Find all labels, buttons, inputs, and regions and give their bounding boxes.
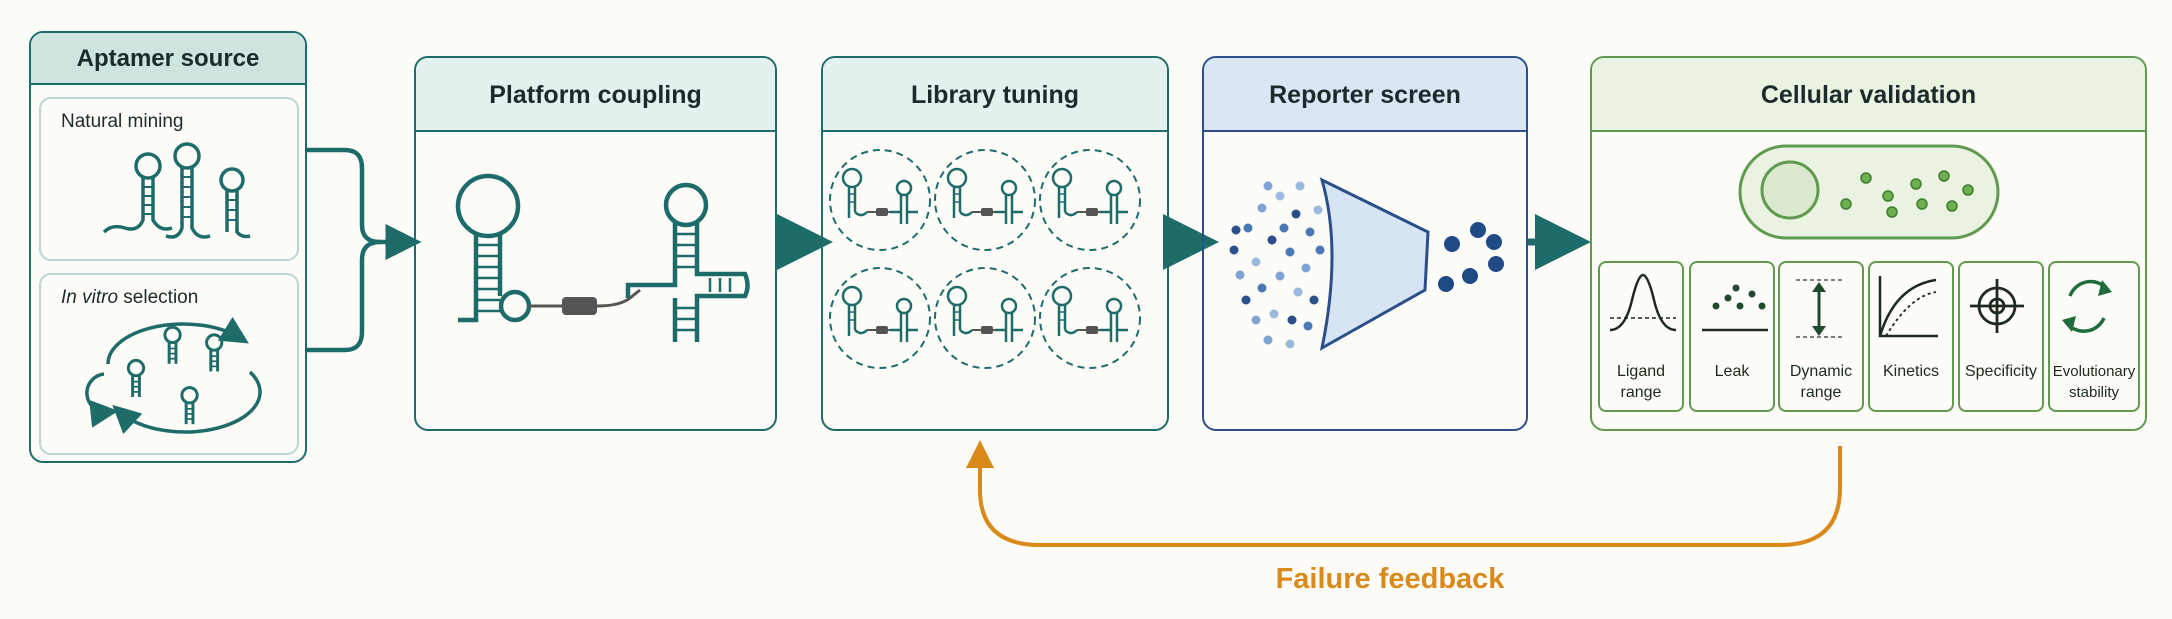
stage-platform-coupling: Platform coupling	[414, 56, 777, 431]
selected-reporter-dot	[1444, 236, 1460, 252]
reporter-dot	[1285, 247, 1295, 257]
reporter-dot	[1257, 203, 1267, 213]
scatter-dots-icon	[1702, 284, 1768, 332]
cycle-icon	[2062, 279, 2112, 333]
reporter-dot	[1241, 295, 1251, 305]
platform-coupling-construct-icon	[455, 173, 750, 342]
stage-reporter-screen: Reporter screen	[1202, 56, 1528, 431]
reporter-cell-dots	[1229, 181, 1504, 349]
reporter-dot	[1269, 309, 1279, 319]
reporter-dot	[1287, 315, 1297, 325]
reporter-dot	[1285, 339, 1295, 349]
metric-kinetics: Kinetics	[1868, 261, 1954, 412]
reporter-dot	[1263, 181, 1273, 191]
reporter-dot	[1257, 283, 1267, 293]
failure-feedback-arrow	[966, 440, 1842, 547]
reporter-dot	[1275, 271, 1285, 281]
reporter-dot	[1301, 263, 1311, 273]
reporter-dot	[1315, 245, 1325, 255]
cell-capsule-icon	[1738, 144, 2000, 240]
source-to-platform-connector	[306, 147, 422, 353]
natural-mining-hairpins-icon	[102, 142, 251, 239]
reporter-dot	[1251, 315, 1261, 325]
in-vitro-selection-cycle-icon	[85, 316, 262, 435]
natural-mining-label: Natural mining	[61, 111, 184, 132]
stage-title: Platform coupling	[416, 58, 775, 132]
reporter-dot	[1235, 270, 1245, 280]
reporter-dot	[1229, 245, 1239, 255]
reporter-dot	[1279, 223, 1289, 233]
metric-specificity: Specificity	[1958, 261, 2044, 412]
reporter-dot	[1303, 321, 1313, 331]
reporter-dot	[1293, 287, 1303, 297]
target-icon	[1970, 279, 2024, 333]
reporter-dot	[1251, 257, 1261, 267]
linker-block-icon	[562, 297, 597, 315]
reporter-dot	[1275, 191, 1285, 201]
stage-title: Aptamer source	[31, 33, 305, 85]
saturation-curve-icon	[1878, 276, 1938, 338]
stage-title: Library tuning	[823, 58, 1167, 132]
reporter-dot	[1231, 225, 1241, 235]
stage-cellular-validation: Cellular validation	[1590, 56, 2147, 431]
stage-title: Cellular validation	[1592, 58, 2145, 132]
selected-reporter-dot	[1462, 268, 1478, 284]
screening-funnel-icon	[1319, 177, 1430, 351]
selected-reporter-dot	[1470, 222, 1486, 238]
reporter-dot	[1291, 209, 1301, 219]
selected-reporter-dot	[1486, 234, 1502, 250]
selected-reporter-dot	[1438, 276, 1454, 292]
reporter-dot	[1305, 227, 1315, 237]
reporter-dot	[1243, 223, 1253, 233]
selected-reporter-dot	[1488, 256, 1504, 272]
natural-mining-panel: Natural mining	[39, 97, 299, 261]
metric-leak: Leak	[1689, 261, 1775, 412]
in-vitro-selection-panel: In vitro selection	[39, 273, 299, 455]
reporter-dot	[1295, 181, 1305, 191]
reporter-dot	[1267, 235, 1277, 245]
reporter-dot	[1313, 205, 1323, 215]
in-vitro-selection-label: In vitro selection	[61, 287, 199, 308]
bell-curve-icon	[1609, 273, 1677, 332]
double-arrow-icon	[1796, 279, 1842, 338]
reporter-dot	[1263, 335, 1273, 345]
failure-feedback-label: Failure feedback	[1275, 563, 1505, 595]
stage-library-tuning: Library tuning	[821, 56, 1169, 431]
reporter-dot	[1309, 295, 1319, 305]
stage-title: Reporter screen	[1204, 58, 1526, 132]
stage-aptamer-source: Aptamer source	[29, 31, 307, 463]
